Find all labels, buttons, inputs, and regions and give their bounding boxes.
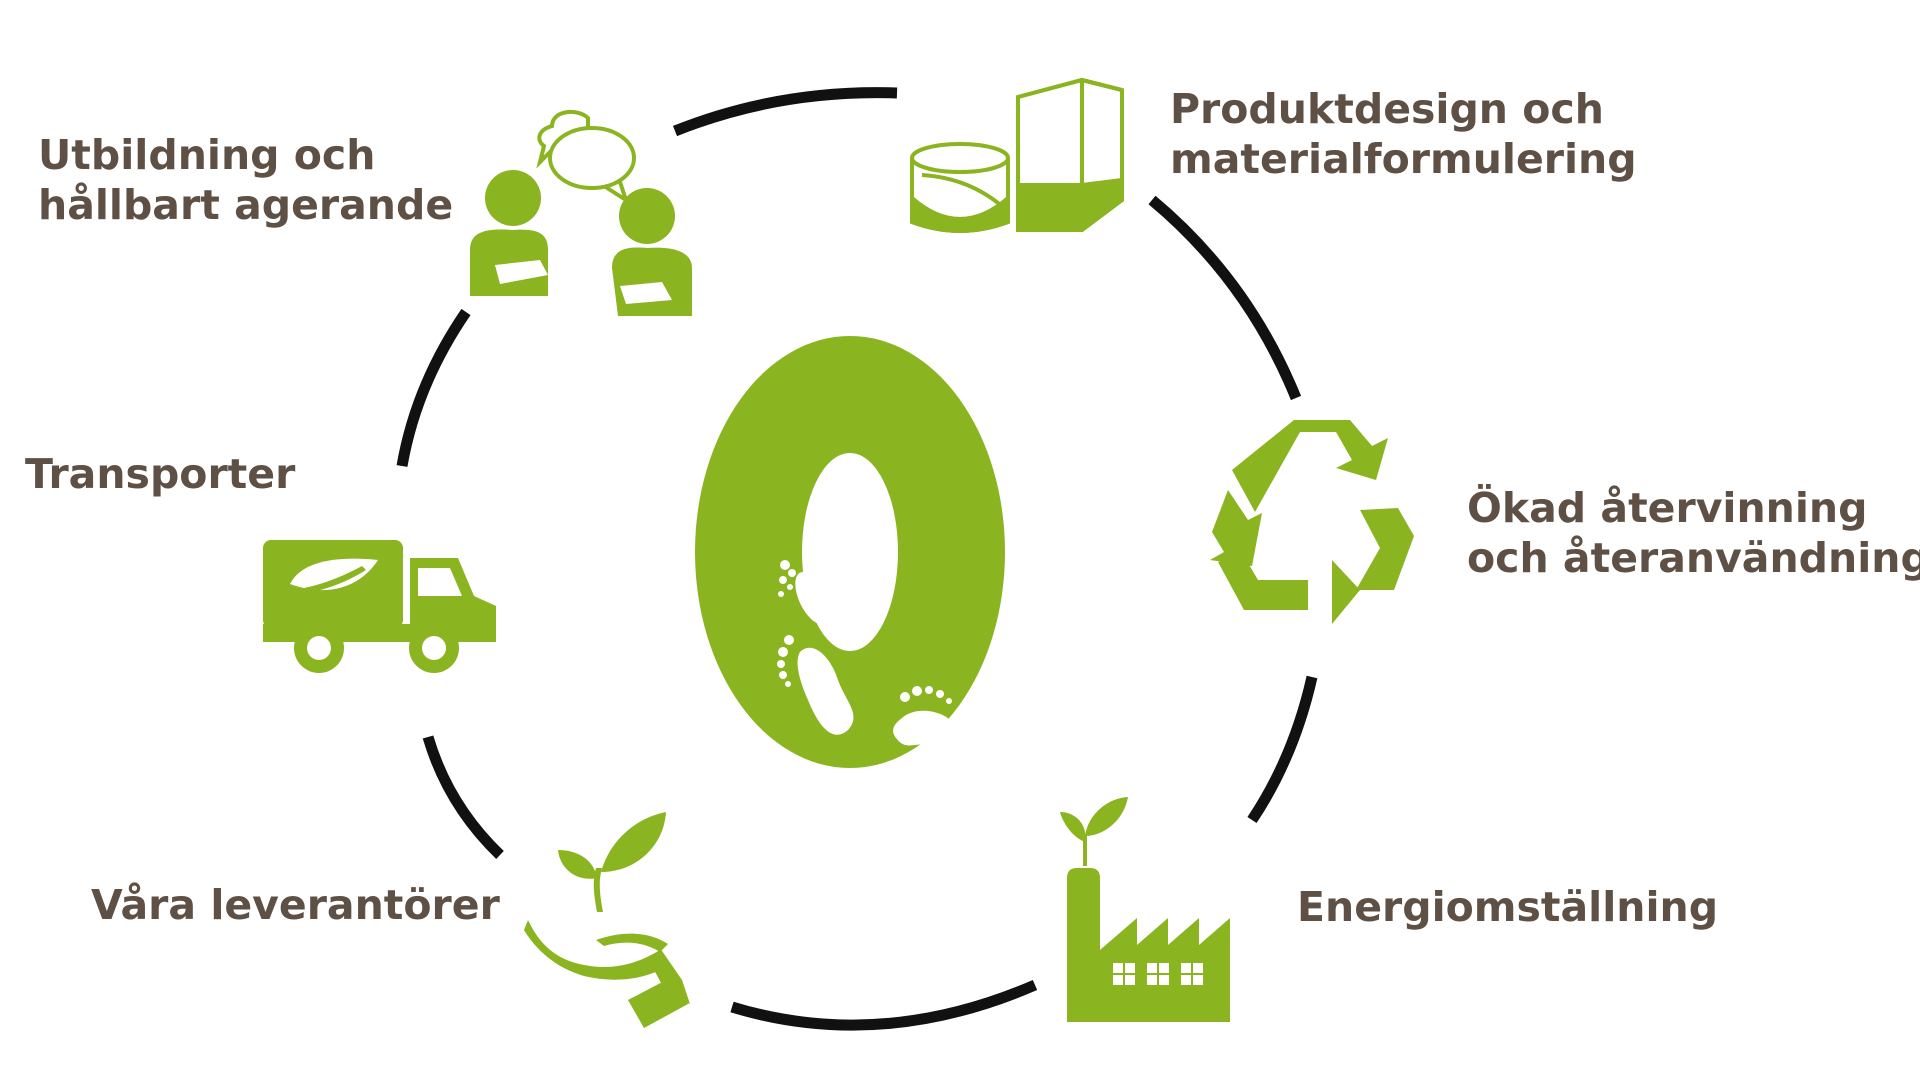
- paint-can-and-box-icon: [910, 77, 1124, 233]
- label-line: och återanvändning: [1467, 534, 1920, 582]
- label-atervinning: Ökad återvinning och återanvändning: [1467, 483, 1920, 583]
- delivery-truck-leaf-icon: [263, 540, 496, 673]
- hand-holding-plant-icon: [524, 812, 690, 1028]
- label-line: Transporter: [25, 450, 296, 498]
- cycle-ring: [396, 87, 1318, 1031]
- recycle-icon: [1210, 420, 1414, 624]
- label-transporter: Transporter: [25, 449, 295, 499]
- label-leverantorer: Våra leverantörer: [91, 880, 500, 930]
- label-utbildning: Utbildning och hållbart agerande: [38, 130, 453, 230]
- label-produktdesign: Produktdesign och materialformulering: [1170, 84, 1637, 184]
- label-line: Utbildning och: [38, 131, 376, 179]
- label-energi: Energiomställning: [1297, 882, 1718, 932]
- label-line: Ökad återvinning: [1467, 484, 1868, 532]
- footprints-icon: [777, 560, 955, 746]
- center-zero: [695, 336, 1005, 768]
- ring-arc-top: [672, 87, 898, 137]
- ring-arc-top-left: [396, 308, 471, 467]
- ring-arc-bottom-left: [422, 735, 504, 859]
- label-line: Våra leverantörer: [91, 881, 500, 929]
- ring-arc-bottom: [730, 979, 1038, 1031]
- ring-arc-top-right: [1148, 195, 1302, 401]
- label-line: Energiomställning: [1297, 883, 1719, 931]
- label-line: Produktdesign och: [1170, 85, 1604, 133]
- label-line: materialformulering: [1170, 135, 1637, 183]
- label-line: hållbart agerande: [38, 181, 454, 229]
- people-conversation-icon: [470, 109, 692, 316]
- ring-arc-bottom-right: [1247, 675, 1318, 824]
- factory-with-sprout-icon: [1060, 797, 1230, 1022]
